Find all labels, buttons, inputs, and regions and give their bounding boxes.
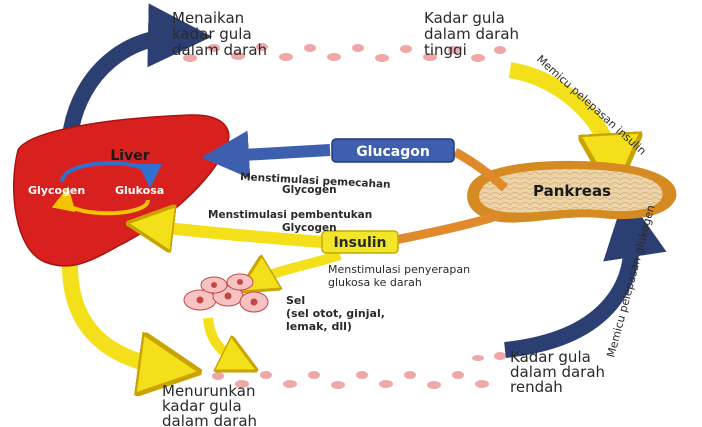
label-form-line-1: Menstimulasi pembentukan <box>208 209 372 221</box>
label-cells-line-2: lemak, dll) <box>286 320 352 333</box>
label-absorb-glucose: Menstimulasi penyerapan glukosa ke darah <box>328 263 470 289</box>
label-lower-sugar: Menurunkan kadar gula dalam darah <box>162 382 257 427</box>
arrow-glucagon-to-liver <box>225 150 330 156</box>
label-breakdown-glycogen: Menstimulasi pemecahan Glycogen <box>240 171 391 196</box>
label-cells-title: Sel <box>286 294 305 307</box>
arrow-pancreas-to-insulin <box>395 215 500 240</box>
label-absorb-line-1: Menstimulasi penyerapan <box>328 263 470 276</box>
label-absorb-line-2: glukosa ke darah <box>328 276 422 289</box>
pancreas-label: Pankreas <box>533 182 611 200</box>
label-form-line-2: Glycogen <box>282 222 337 234</box>
label-lower-line-3: dalam darah <box>162 412 257 427</box>
label-low-line-3: rendah <box>510 378 563 396</box>
label-cells: Sel (sel otot, ginjal, lemak, dll) <box>286 294 385 333</box>
glycogen-label: Glycogen <box>28 184 85 197</box>
label-high-line-3: tinggi <box>424 41 467 59</box>
liver-label: Liver <box>110 148 149 164</box>
label-breakdown-line-2: Glycogen <box>282 184 337 196</box>
arrow-cells-down <box>208 318 240 362</box>
label-low-sugar: Kadar gula dalam darah rendah <box>510 348 605 396</box>
label-raise-sugar: Menaikan kadar gula dalam darah <box>172 9 267 59</box>
glucose-label: Glukosa <box>115 184 164 197</box>
label-cells-line-1: (sel otot, ginjal, <box>286 307 385 320</box>
arrow-liver-to-lower <box>70 265 170 368</box>
label-raise-line-3: dalam darah <box>172 41 267 59</box>
glucagon-label: Glucagon <box>356 144 430 160</box>
insulin-label: Insulin <box>333 235 386 251</box>
label-release-insulin: Memicu pelepasan insulin <box>534 53 649 158</box>
